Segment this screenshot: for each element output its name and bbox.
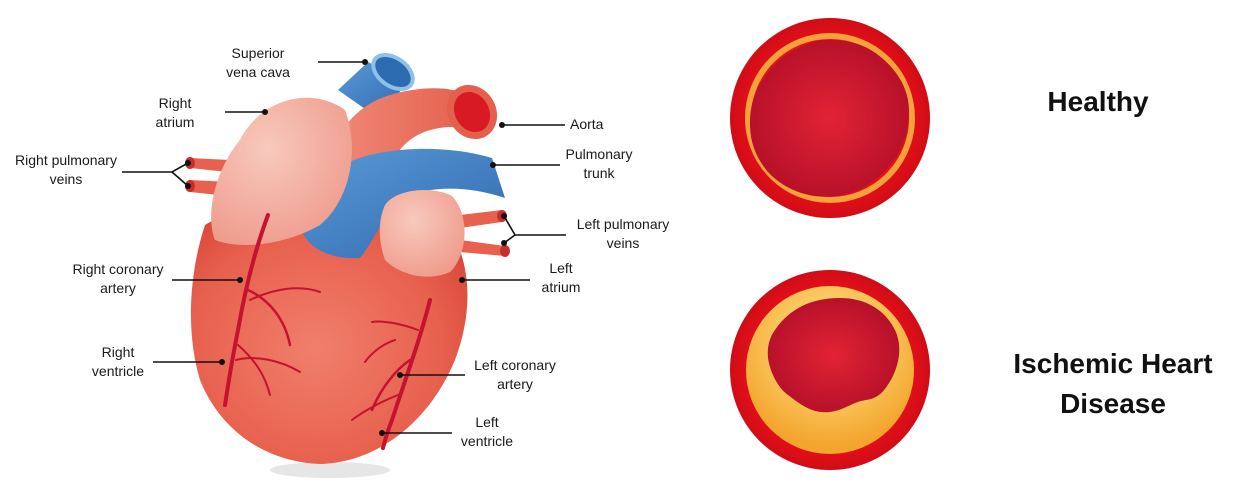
label-right-pulmonary-veins: Right pulmonary veins bbox=[5, 151, 127, 189]
label-right-atrium: Right atrium bbox=[140, 94, 210, 132]
healthy-artery-cross-section bbox=[730, 18, 930, 218]
label-left-coronary-artery: Left coronary artery bbox=[462, 356, 568, 394]
label-left-ventricle: Left ventricle bbox=[452, 413, 522, 451]
label-healthy: Healthy bbox=[1010, 82, 1186, 122]
ischemic-artery-cross-section bbox=[730, 270, 930, 470]
left-atrium-shape bbox=[380, 190, 465, 277]
label-ischemic-heart-disease: Ischemic Heart Disease bbox=[996, 344, 1230, 424]
label-left-pulmonary-veins: Left pulmonary veins bbox=[565, 215, 681, 253]
label-superior-vena-cava: Superior vena cava bbox=[218, 44, 298, 82]
label-aorta: Aorta bbox=[570, 115, 640, 134]
label-pulmonary-trunk: Pulmonary trunk bbox=[558, 145, 640, 183]
heart-shadow bbox=[270, 462, 390, 478]
label-right-ventricle: Right ventricle bbox=[83, 343, 153, 381]
label-right-coronary-artery: Right coronary artery bbox=[58, 260, 178, 298]
label-left-atrium: Left atrium bbox=[530, 259, 592, 297]
